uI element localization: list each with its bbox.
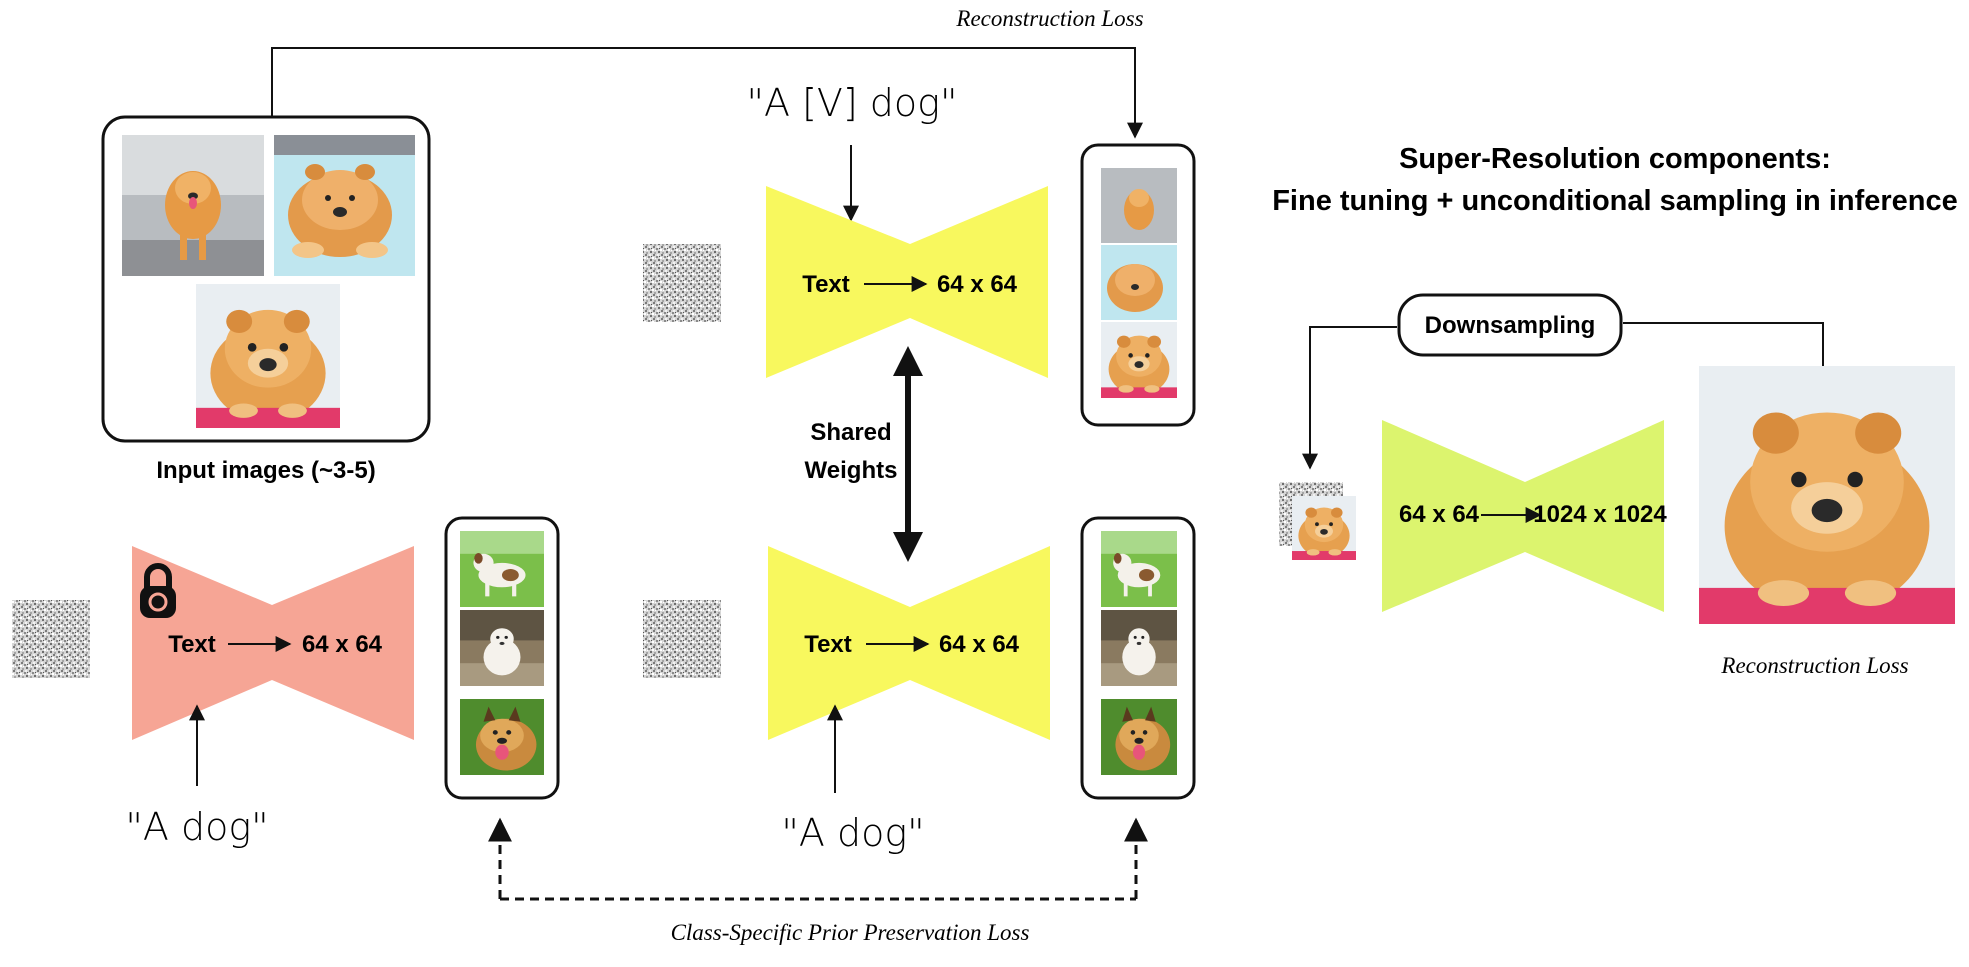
noise-image-top (643, 244, 721, 322)
class-output-box-mid (1080, 516, 1196, 800)
class-output-mid-photo-3 (1101, 699, 1177, 775)
high-res-output-photo (1699, 366, 1955, 624)
class-output-mid-photo-2 (1101, 610, 1177, 686)
downsampling-box (1397, 293, 1623, 357)
input-photo-1 (122, 135, 264, 276)
model-bottom-mid-output-label: 64 x 64 (939, 631, 1020, 658)
input-images-box (101, 115, 431, 443)
input-images-label: Input images (~3-5) (156, 457, 375, 484)
sr-title-line2: Fine tuning + unconditional sampling in … (1272, 185, 1958, 217)
downsampling-label: Downsampling (1425, 312, 1596, 339)
noise-image-mid (643, 600, 721, 678)
class-output-mid-photo-1 (1101, 531, 1177, 607)
shared-weights-line2: Weights (805, 457, 898, 484)
instance-output-box (1080, 143, 1196, 427)
noise-image-left (12, 600, 90, 678)
class-output-box-left (444, 516, 560, 800)
prompt-instance: "A [V] dog" (747, 81, 958, 125)
sr-model-output-label: 1024 x 1024 (1533, 501, 1667, 528)
model-bottom-mid-input-label: Text (804, 631, 852, 658)
prompt-class-left: "A dog" (125, 805, 268, 849)
reconstruction-loss-path (271, 47, 1143, 139)
model-frozen-output-label: 64 x 64 (302, 631, 383, 658)
model-top (766, 186, 1048, 378)
sr-title-line1: Super-Resolution components: (1399, 143, 1831, 175)
downsampling-in-line (1623, 322, 1824, 366)
model-top-input-label: Text (802, 271, 850, 298)
class-output-left-photo-3 (460, 699, 544, 775)
shared-weights-line1: Shared (810, 419, 891, 446)
input-photo-2 (274, 135, 415, 276)
instance-output-photo-1 (1101, 168, 1177, 243)
low-res-noisy-input (1279, 482, 1356, 560)
downsampling-out-arrow (1302, 326, 1397, 470)
lock-icon (140, 563, 176, 618)
model-top-output-label: 64 x 64 (937, 271, 1018, 298)
input-photo-3 (196, 284, 340, 428)
class-output-left-photo-1 (460, 531, 544, 607)
model-frozen-input-label: Text (168, 631, 216, 658)
sr-model-input-label: 64 x 64 (1399, 501, 1480, 528)
top-loss-label: Reconstruction Loss (955, 6, 1143, 31)
prompt-class-mid: "A dog" (781, 811, 924, 855)
instance-output-photo-3 (1101, 322, 1177, 398)
class-output-left-photo-2 (460, 610, 544, 686)
right-loss-label: Reconstruction Loss (1720, 653, 1908, 678)
instance-output-photo-2 (1101, 245, 1177, 320)
bottom-loss-label: Class-Specific Prior Preservation Loss (671, 920, 1030, 945)
